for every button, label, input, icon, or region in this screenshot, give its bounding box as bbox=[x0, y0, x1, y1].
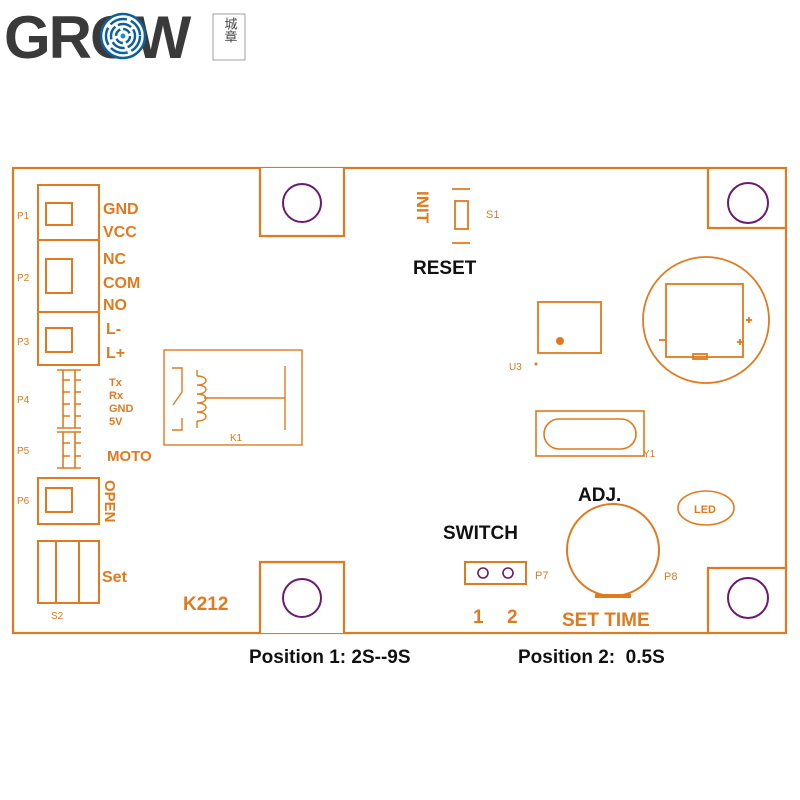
p8-id: P8 bbox=[664, 571, 677, 583]
pin-gnd-2: GND bbox=[109, 403, 134, 415]
fingerprint-icon bbox=[99, 12, 147, 60]
set-label: Set bbox=[102, 569, 128, 586]
s1-id: S1 bbox=[486, 209, 499, 221]
potentiometer-p8 bbox=[566, 503, 660, 598]
p6-id: P6 bbox=[17, 496, 30, 507]
p1-id: P1 bbox=[17, 211, 30, 222]
pin-moto: MOTO bbox=[107, 448, 152, 465]
led-label: LED bbox=[694, 504, 716, 516]
crystal-y1 bbox=[535, 410, 645, 457]
pin-open: OPEN bbox=[101, 480, 118, 523]
pin-vcc: VCC bbox=[103, 224, 137, 241]
p7-id: P7 bbox=[535, 570, 548, 582]
mounting-hole-bottom-middle bbox=[258, 560, 346, 633]
pin-l-minus: L- bbox=[106, 321, 121, 338]
pin-5v: 5V bbox=[109, 416, 123, 428]
p5-id: P5 bbox=[17, 446, 30, 457]
mounting-hole-top-middle bbox=[258, 168, 346, 238]
k1-id: K1 bbox=[230, 433, 243, 444]
p2-id: P2 bbox=[17, 273, 30, 284]
p3-id: P3 bbox=[17, 337, 30, 348]
mounting-hole-bottom-right bbox=[706, 566, 786, 633]
reset-label: RESET bbox=[413, 258, 477, 279]
p4-id: P4 bbox=[17, 395, 30, 406]
pin-no: NO bbox=[103, 297, 127, 314]
buzzer bbox=[642, 256, 770, 384]
position-1-caption: Position 1: 2S--9S bbox=[249, 647, 411, 668]
switch-label: SWITCH bbox=[443, 523, 518, 544]
pin-l-plus: L+ bbox=[106, 345, 125, 362]
logo-chinese: 城章 bbox=[222, 17, 238, 43]
model-label: K212 bbox=[183, 594, 228, 615]
reset-button-s1 bbox=[452, 188, 470, 244]
jumper-p7 bbox=[464, 561, 527, 585]
adj-label: ADJ. bbox=[578, 485, 621, 506]
s2-id: S2 bbox=[51, 611, 64, 622]
logo-seal bbox=[212, 13, 246, 61]
mounting-hole-top-right bbox=[706, 168, 786, 230]
pin-rx: Rx bbox=[109, 390, 124, 402]
pin-com: COM bbox=[103, 275, 140, 292]
relay-k1 bbox=[163, 349, 303, 446]
board-outline bbox=[11, 166, 788, 635]
p4-header bbox=[57, 369, 81, 429]
y1-id: Y1 bbox=[643, 449, 656, 460]
grow-logo: GROW 城章 bbox=[4, 4, 246, 71]
u3-id: U3 bbox=[509, 362, 522, 373]
pin-gnd: GND bbox=[103, 201, 139, 218]
p5-header bbox=[57, 431, 81, 469]
chip-u3 bbox=[534, 301, 602, 366]
set-time-label: SET TIME bbox=[562, 610, 650, 631]
logo-text: GROW bbox=[4, 4, 192, 71]
position-2-caption: Position 2: 0.5S bbox=[518, 647, 665, 668]
switch-pos-1: 1 bbox=[473, 607, 484, 628]
connector-block bbox=[37, 184, 100, 604]
init-label: INIT bbox=[413, 191, 432, 224]
pin-tx: Tx bbox=[109, 377, 123, 389]
led bbox=[677, 490, 735, 526]
pin-nc: NC bbox=[103, 251, 127, 268]
switch-pos-2: 2 bbox=[507, 607, 518, 628]
